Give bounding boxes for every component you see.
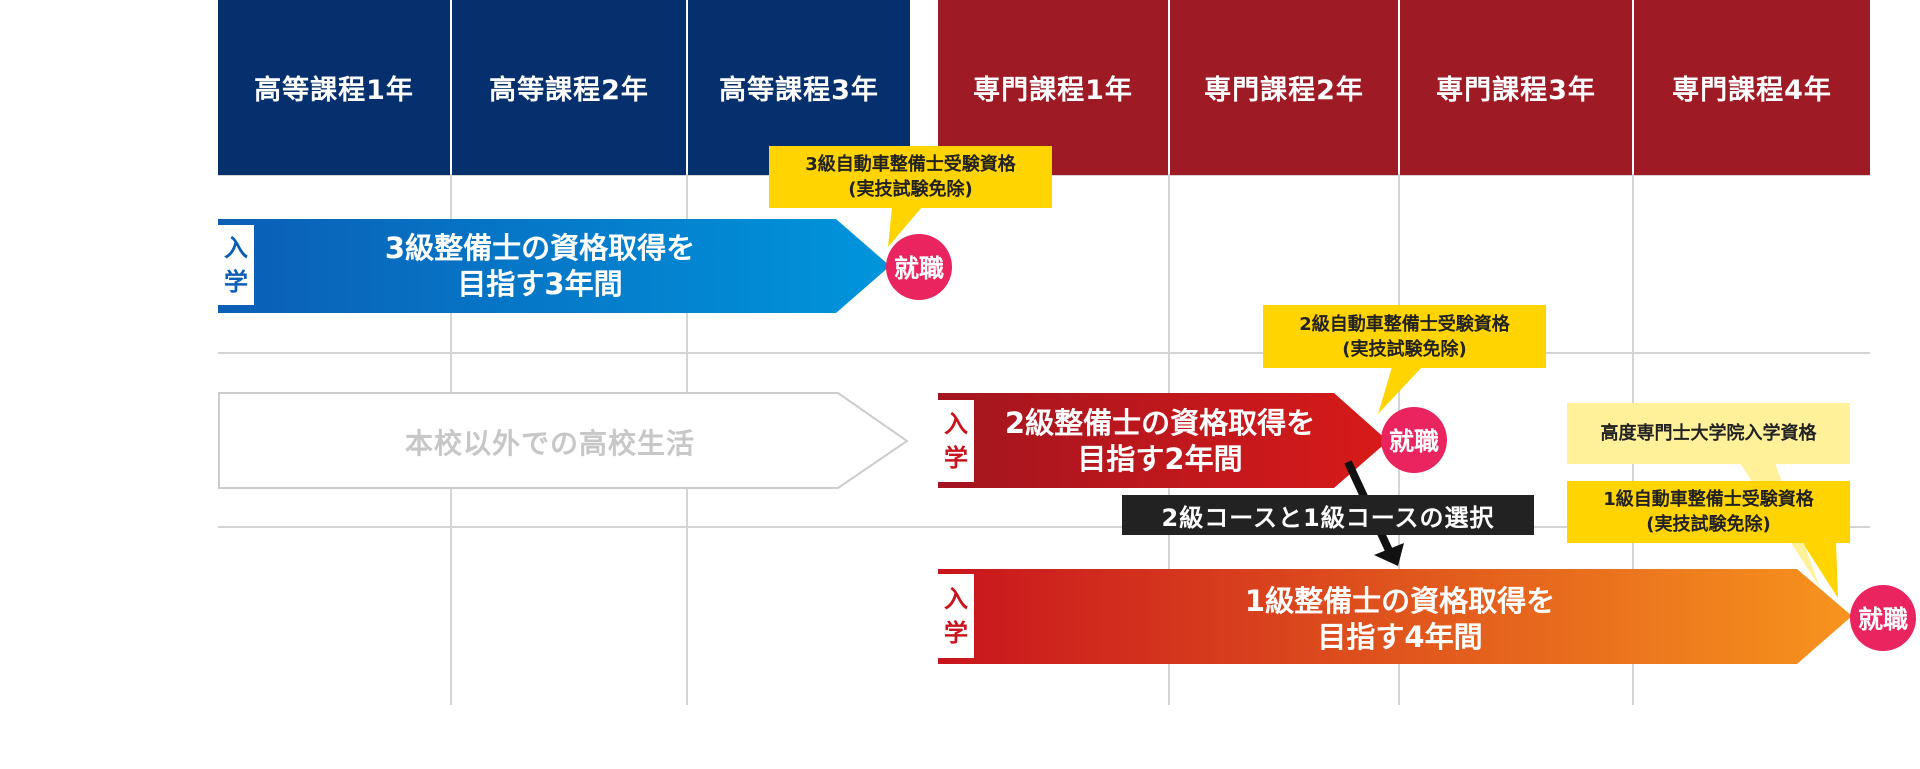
header-specialized-2: 専門課程2年 [1170,0,1398,175]
header-specialized-3: 専門課程3年 [1400,0,1632,175]
outside-arrow [218,392,909,489]
grade3-text: 3級整備士の資格取得を 目指す3年間 [384,231,696,301]
header-specialized-4: 専門課程4年 [1634,0,1870,175]
grade3-job-badge: 就職 [886,234,952,300]
enter-label-grade2: 入学 [938,400,974,482]
course-selection-label: 2級コースと1級コースの選択 [1122,495,1534,535]
grid-line-horizontal [218,526,1870,528]
grade1-note-pointer [1802,542,1838,598]
header-high-school-3: 高等課程3年 [688,0,910,175]
grade1-note: 1級自動車整備士受験資格 (実技試験免除) [1567,481,1850,543]
grade1-job-badge: 就職 [1850,585,1916,651]
grid-line-horizontal [218,352,1870,354]
header-high-school-1: 高等課程1年 [218,0,450,175]
enter-label-grade1: 入学 [938,574,974,658]
header-high-school-2: 高等課程2年 [452,0,686,175]
grad-school-note: 高度専門士大学院入学資格 [1567,403,1850,464]
grade1-arrow [938,569,1852,664]
grade2-text: 2級整備士の資格取得を 目指す2年間 [1004,406,1316,476]
grade3-arrow [218,219,890,313]
outside-text: 本校以外での高校生活 [404,427,695,460]
header-specialized-1: 専門課程1年 [938,0,1168,175]
grade2-arrow [938,393,1388,488]
enter-label-grade3: 入学 [218,225,254,305]
grade3-note: 3級自動車整備士受験資格 (実技試験免除) [769,146,1052,208]
grade2-note-pointer [1378,367,1422,414]
grade3-note-pointer [888,207,922,247]
grade2-note: 2級自動車整備士受験資格 (実技試験免除) [1263,305,1546,368]
grade2-job-badge: 就職 [1381,407,1447,473]
selection-arrowhead [1374,543,1404,566]
grade1-text: 1級整備士の資格取得を 目指す4年間 [1244,584,1556,654]
